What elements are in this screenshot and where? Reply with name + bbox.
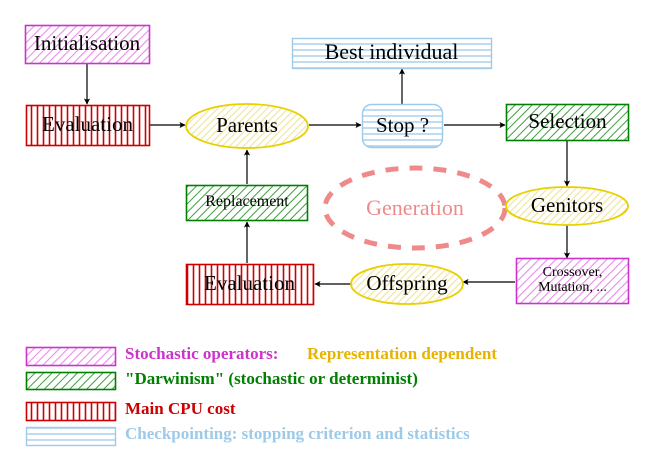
node-shape-genitors[interactable]: [505, 186, 629, 226]
node-shape-initialisation[interactable]: [24, 24, 151, 65]
node-shape-parents[interactable]: [185, 103, 309, 149]
node-shape-offspring[interactable]: [350, 263, 464, 305]
legend-swatch-darwinism: [25, 371, 117, 391]
legend-swatch-checkpointing: [25, 426, 117, 447]
legend-label-representation-dependent: Representation dependent: [307, 344, 497, 363]
legend-swatch-stochastic-operators: [25, 346, 117, 367]
legend-label-main-cpu-cost: Main CPU cost: [125, 399, 236, 418]
node-shape-evaluation-top[interactable]: [25, 104, 151, 147]
node-shape-selection[interactable]: [505, 103, 630, 142]
node-shape-replacement[interactable]: [185, 184, 309, 222]
legend-swatch-main-cpu-cost: [25, 401, 117, 422]
node-shape-evaluation-bottom[interactable]: [185, 263, 315, 306]
node-shape-generation: [322, 165, 508, 251]
legend-label-stochastic-operators: Stochastic operators:: [125, 344, 279, 363]
legend-label-darwinism: "Darwinism" (stochastic or determinist): [125, 369, 418, 388]
node-shape-crossover-mutation[interactable]: [515, 257, 630, 305]
node-shape-best-individual[interactable]: [291, 37, 493, 70]
node-shape-stop[interactable]: [361, 103, 444, 149]
edge-group: [83, 63, 571, 288]
legend-label-checkpointing: Checkpointing: stopping criterion and st…: [125, 424, 470, 443]
